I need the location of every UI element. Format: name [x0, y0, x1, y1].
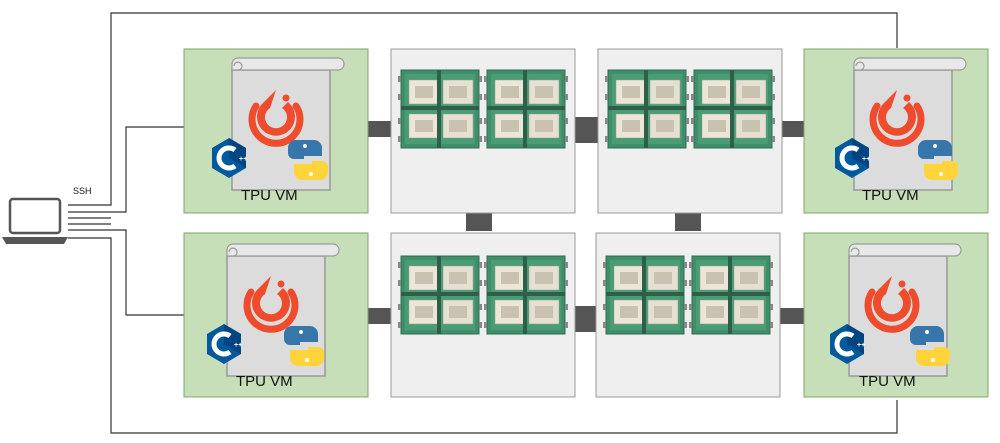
- tpu-vm-top-left: TPU VM: [183, 48, 369, 214]
- outer-connection-frame-bottom: [68, 237, 898, 434]
- laptop-icon: [2, 197, 68, 244]
- ssh-label: SSH: [73, 186, 92, 196]
- vm-label: TPU VM: [236, 373, 293, 390]
- tpu-board-icon: [483, 69, 569, 149]
- tpu-board-icon: [602, 255, 688, 335]
- ssh-line-top: [68, 126, 184, 213]
- tpu-board-icon: [483, 255, 569, 335]
- tpu-vm-top-right: TPU VM: [803, 48, 989, 214]
- tpu-vm-bottom-right: TPU VM: [803, 232, 989, 398]
- vm-label: TPU VM: [862, 187, 919, 204]
- tpu-board-panel-bottom-right: [595, 232, 781, 398]
- tpu-board-icon: [397, 255, 483, 335]
- tpu-board-panel-top-left: [390, 48, 576, 214]
- tpu-board-icon: [688, 255, 774, 335]
- tpu-board-icon: [604, 69, 690, 149]
- tpu-board-icon: [690, 69, 776, 149]
- tpu-board-panel-bottom-left: [390, 232, 576, 398]
- tpu-vm-bottom-left: TPU VM: [183, 232, 369, 398]
- ssh-line-bottom: [68, 229, 184, 316]
- vm-label: TPU VM: [859, 373, 916, 390]
- vm-label: TPU VM: [241, 187, 298, 204]
- tpu-board-panel-top-right: [597, 48, 783, 214]
- outer-connection-frame: [68, 12, 898, 206]
- ici-connectors: [368, 117, 804, 332]
- tpu-board-icon: [397, 69, 483, 149]
